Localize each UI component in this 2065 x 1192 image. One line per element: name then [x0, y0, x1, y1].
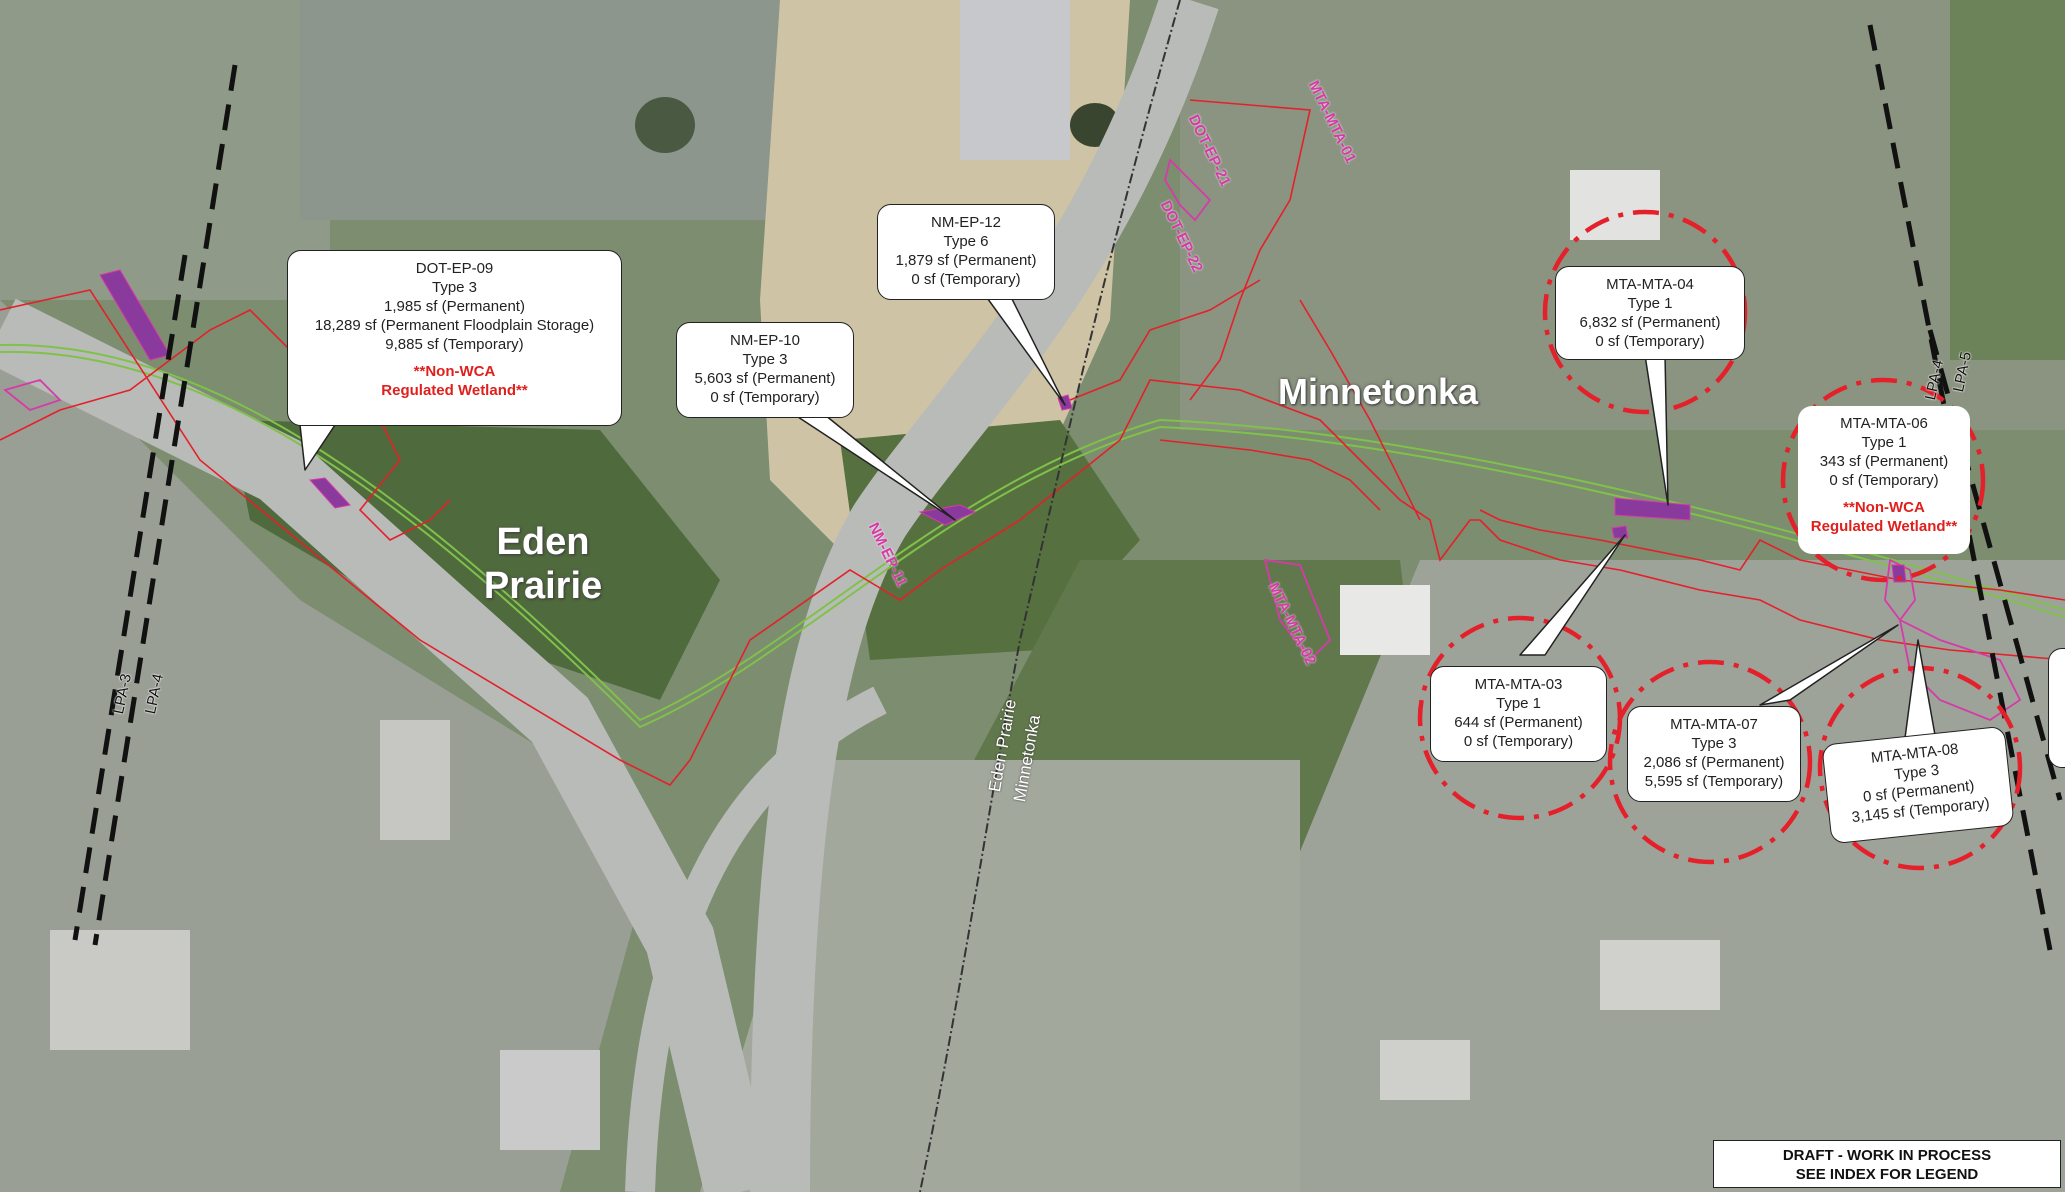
- impact-circles: [1417, 209, 2023, 871]
- callout-mta-mta-07: MTA-MTA-07 Type 3 2,086 sf (Permanent) 5…: [1627, 706, 1801, 802]
- wetland-impact-mta-mta-03: [1611, 525, 1629, 539]
- wetland-impact-mta-mta-04: [1614, 497, 1691, 521]
- callout-mta-mta-06: MTA-MTA-06 Type 1 343 sf (Permanent) 0 s…: [1798, 406, 1970, 554]
- circle-mta-mta-04: [1542, 209, 1748, 415]
- callout-mta-mta-08: MTA-MTA-08 Type 3 0 sf (Permanent) 3,145…: [1821, 725, 2015, 845]
- city-label-minnetonka: Minnetonka: [1278, 371, 1479, 412]
- callout-mta-mta-03: MTA-MTA-03 Type 1 644 sf (Permanent) 0 s…: [1430, 666, 1607, 762]
- draft-legend-note: DRAFT - WORK IN PROCESS SEE INDEX FOR LE…: [1713, 1140, 2061, 1188]
- callout-leaders: [299, 294, 1936, 739]
- callout-dot-ep-09: DOT-EP-09 Type 3 1,985 sf (Permanent) 18…: [287, 250, 622, 426]
- city-label-eden-prairie: Eden Prairie: [483, 521, 603, 607]
- circle-mta-mta-07: [1607, 659, 1813, 865]
- callout-nm-ep-12: NM-EP-12 Type 6 1,879 sf (Permanent) 0 s…: [877, 204, 1055, 300]
- callout-partial-right: [2048, 648, 2065, 768]
- municipal-boundary: [919, 0, 1181, 1192]
- wetland-impact-mta-mta-06: [1891, 564, 1907, 583]
- callout-nm-ep-10: NM-EP-10 Type 3 5,603 sf (Permanent) 0 s…: [676, 322, 854, 418]
- wetland-impact-dot-ep-09b: [308, 477, 351, 509]
- callout-mta-mta-04: MTA-MTA-04 Type 1 6,832 sf (Permanent) 0…: [1555, 266, 1745, 360]
- highways: [0, 0, 1219, 1192]
- project-boundary: [0, 99, 2065, 787]
- circle-mta-mta-06: [1780, 377, 1986, 583]
